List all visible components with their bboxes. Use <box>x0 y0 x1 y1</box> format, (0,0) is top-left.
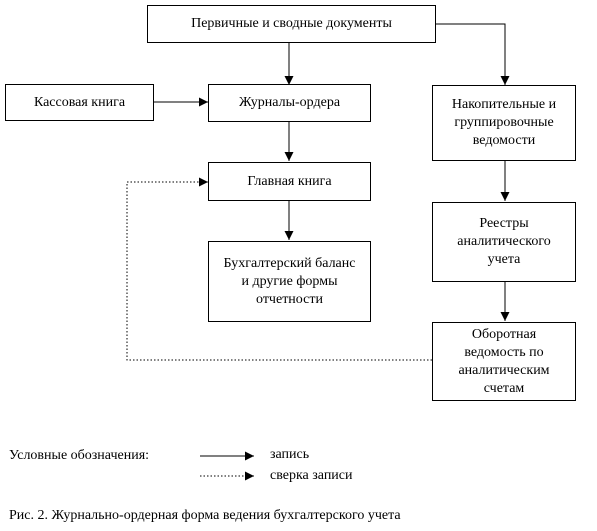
legend-title: Условные обозначения: <box>9 448 150 463</box>
node-primary-docs-label: Первичные и сводные документы <box>191 16 392 31</box>
node-primary-docs: Первичные и сводные документы <box>147 5 436 43</box>
node-ledger: Главная книга <box>208 162 371 201</box>
node-turnover-label: Оборотная ведомость по аналитическим сче… <box>458 326 550 396</box>
node-accum: Накопительные и группировочные ведомости <box>432 85 576 161</box>
node-accum-label: Накопительные и группировочные ведомости <box>451 97 557 148</box>
node-balance: Бухгалтерский баланс и другие формы отче… <box>208 241 371 322</box>
node-registers: Реестры аналитического учета <box>432 202 576 282</box>
node-cash-book: Кассовая книга <box>5 84 154 121</box>
node-journals-label: Журналы-ордера <box>238 95 341 110</box>
node-ledger-label: Главная книга <box>247 173 332 189</box>
node-balance-label: Бухгалтерский баланс и другие формы отче… <box>223 255 356 307</box>
node-journals: Журналы-ордера <box>208 84 371 122</box>
legend-dotted-label: сверка записи <box>270 468 353 483</box>
legend-solid-label: запись <box>270 447 310 462</box>
arrow-docs-to-accum <box>436 23 510 85</box>
node-turnover: Оборотная ведомость по аналитическим сче… <box>432 322 576 401</box>
figure-caption: Рис. 2. Журнально-ордерная форма ведения… <box>9 508 401 523</box>
node-registers-label: Реестры аналитического учета <box>457 216 551 267</box>
node-cash-book-label: Кассовая книга <box>33 94 126 110</box>
